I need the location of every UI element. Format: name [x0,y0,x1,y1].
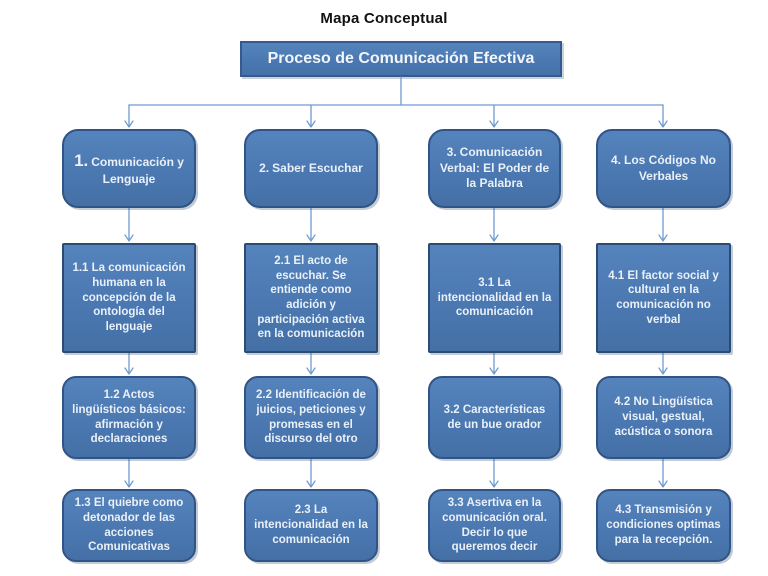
node-3-text: Comunicación Verbal: El Poder de la Pala… [439,145,550,191]
node-4-2-text: 4.2 No Lingüística visual, gestual, acús… [614,396,713,438]
node-1-number: 1. [74,150,89,170]
node-2-header-label: 2.Saber Escuchar [259,161,363,176]
node-4-text: Los Códigos No Verbales [624,153,716,183]
node-2-header: 2.Saber Escuchar [244,129,378,208]
node-4-number: 4. [610,153,621,168]
node-3-header-label: 3.Comunicación Verbal: El Poder de la Pa… [437,145,552,191]
node-1-3: 1.3 El quiebre como detonador de las acc… [62,489,196,562]
node-3-2: 3.2 Características de un bue orador [428,376,561,459]
node-1-header-label: 1.Comunicación y Lenguaje [71,150,187,187]
node-2-2-text: 2.2 Identificación de juicios, peticione… [256,389,366,446]
node-4-1-text: 4.1 El factor social y cultural en la co… [608,269,719,326]
node-1-2-text: 1.2 Actos lingüísticos básicos: afirmaci… [72,389,186,446]
page-title: Mapa Conceptual [320,10,448,27]
node-4-3-text: 4.3 Transmisión y condiciones optimas pa… [606,504,721,546]
node-3-3: 3.3 Asertiva en la comunicación oral. De… [428,489,561,562]
node-3-2-text: 3.2 Características de un bue orador [443,403,546,431]
node-1-3-text: 1.3 El quiebre como detonador de las acc… [74,497,184,554]
root-node-label: Proceso de Comunicación Efectiva [267,50,535,67]
node-3-3-text: 3.3 Asertiva en la comunicación oral. De… [442,497,547,554]
node-4-3: 4.3 Transmisión y condiciones optimas pa… [596,489,731,562]
node-3-1-text: 3.1 La intencionalidad en la comunicació… [437,276,552,319]
root-node: Proceso de Comunicación Efectiva [240,41,562,77]
node-2-number: 2. [259,160,270,175]
node-2-3-text: 2.3 La intencionalidad en la comunicació… [254,504,368,546]
node-1-1-text: 1.1 La comunicación humana en la concepc… [72,262,186,334]
node-4-1: 4.1 El factor social y cultural en la co… [596,243,731,353]
node-4-header: 4.Los Códigos No Verbales [596,129,731,208]
node-3-1: 3.1 La intencionalidad en la comunicació… [428,243,561,353]
node-1-text: Comunicación y Lenguaje [91,154,184,186]
node-1-2: 1.2 Actos lingüísticos básicos: afirmaci… [62,376,196,459]
node-1-header: 1.Comunicación y Lenguaje [62,129,196,208]
node-2-text: Saber Escuchar [272,160,363,175]
node-3-number: 3. [446,145,457,160]
node-4-2: 4.2 No Lingüística visual, gestual, acús… [596,376,731,459]
node-2-1-text: 2.1 El acto de escuchar. Se entiende com… [257,254,365,341]
node-3-header: 3.Comunicación Verbal: El Poder de la Pa… [428,129,561,208]
node-2-3: 2.3 La intencionalidad en la comunicació… [244,489,378,562]
node-1-1: 1.1 La comunicación humana en la concepc… [62,243,196,353]
node-2-1: 2.1 El acto de escuchar. Se entiende com… [244,243,378,353]
node-4-header-label: 4.Los Códigos No Verbales [605,153,722,184]
node-2-2: 2.2 Identificación de juicios, peticione… [244,376,378,459]
